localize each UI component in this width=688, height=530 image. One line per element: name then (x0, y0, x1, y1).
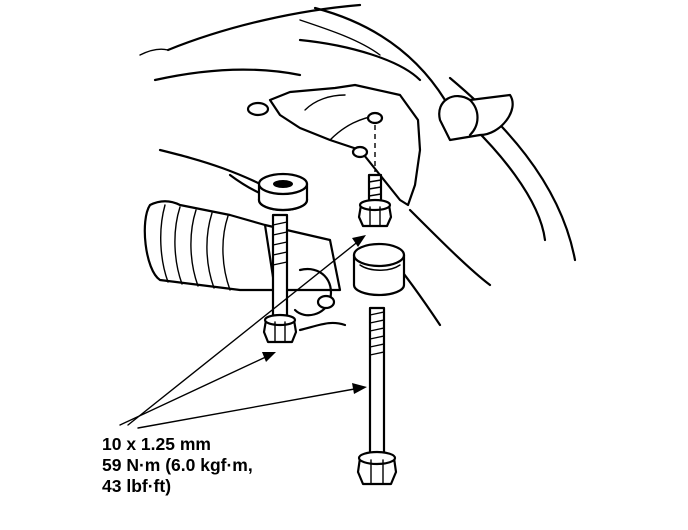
mounting-bracket (246, 83, 422, 207)
torque-value-line2: 43 lbf·ft) (102, 476, 172, 496)
lower-arm-mount (293, 267, 347, 332)
upper-arm-stub (438, 93, 514, 142)
right-bushing (352, 242, 406, 297)
leader-lines (119, 235, 367, 429)
bolt-size-label: 10 x 1.25 mm (102, 434, 211, 454)
torque-spec-callout: 10 x 1.25 mm 59 N·m (6.0 kgf·m, 43 lbf·f… (102, 434, 362, 497)
arrow-head-right-bolt (352, 383, 367, 394)
left-bushing (257, 172, 309, 212)
left-bolt (262, 213, 298, 344)
torque-value-line1: 59 N·m (6.0 kgf·m, (102, 455, 253, 475)
arrow-head-left-bolt (262, 352, 276, 362)
upper-bolt (357, 173, 393, 228)
arrow-head-upper-bolt (352, 235, 366, 247)
right-bolt (356, 306, 398, 486)
